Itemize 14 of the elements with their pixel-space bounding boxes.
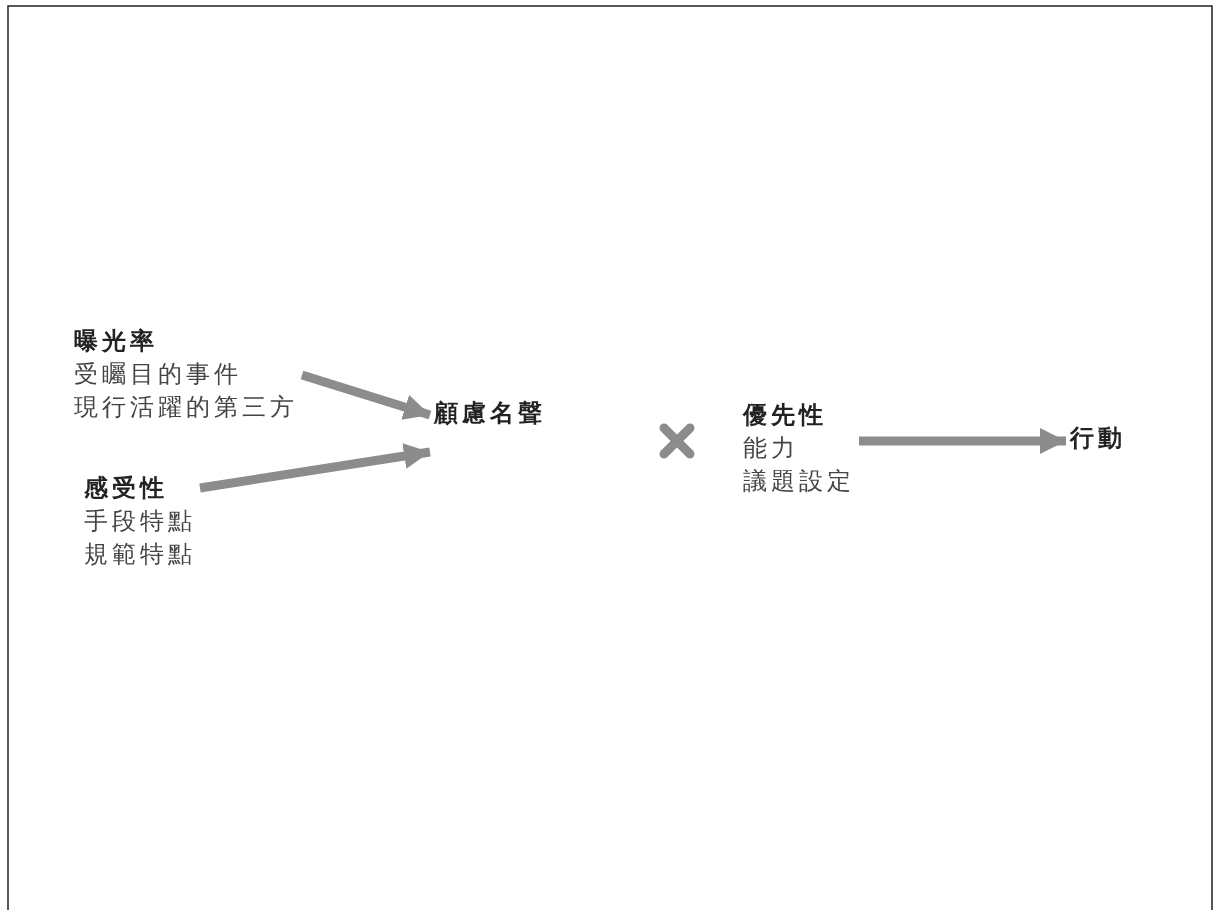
node-heading: 優先性 [743, 400, 828, 431]
node-item: 受矚目的事件 [74, 359, 243, 390]
node-item: 規範特點 [84, 539, 196, 570]
node-heading: 感受性 [84, 473, 169, 504]
node-item: 手段特點 [84, 506, 196, 537]
node-heading: 曝光率 [74, 326, 159, 357]
node-item: 現行活躍的第三方 [74, 392, 298, 423]
node-heading: 顧慮名聲 [434, 398, 546, 429]
node-item: 能力 [743, 433, 800, 464]
arrow [859, 428, 1066, 454]
node-heading: 行動 [1070, 423, 1126, 454]
node-item: 議題設定 [743, 466, 855, 497]
arrow [300, 370, 432, 420]
arrow [199, 443, 431, 493]
